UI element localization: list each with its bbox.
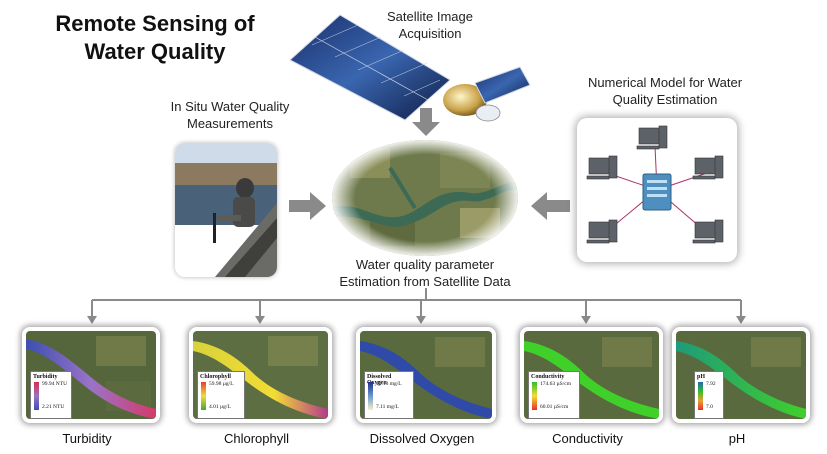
legend-max: 7.92 (706, 381, 716, 387)
legend-min: 4.01 µg/L (209, 404, 231, 410)
computer-icon (636, 125, 668, 150)
legend-min: 60.01 µS/cm (540, 404, 569, 410)
caption-ph: pH (728, 431, 746, 446)
computer-icon (692, 155, 724, 180)
satellite-dish (475, 104, 501, 122)
legend-title: Conductivity (531, 374, 565, 380)
satellite-body (443, 84, 487, 116)
conductivity-legend: Conductivity 174.63 µS/cm 60.01 µS/cm (528, 371, 580, 419)
turbidity-map-panel: Turbidity 99.94 NTU 2.21 NTU (22, 327, 160, 423)
turbidity-legend: Turbidity 99.94 NTU 2.21 NTU (30, 371, 72, 419)
model-label-line-2: Quality Estimation (612, 92, 718, 107)
legend-min: 7.0 (706, 404, 713, 410)
legend-title: Turbidity (33, 374, 58, 380)
branch-arrows (87, 300, 746, 324)
dissolved-oxygen-map-panel: Dissolved Oxygen 12.13 mg/L 7.11 mg/L (356, 327, 496, 423)
caption-dissolved-oxygen: Dissolved Oxygen (369, 431, 475, 446)
computer-icon (586, 155, 618, 180)
caption-turbidity: Turbidity (62, 431, 112, 446)
legend-max: 12.13 mg/L (376, 381, 402, 387)
server-icon (642, 173, 672, 211)
legend-title: Dissolved Oxygen (367, 374, 392, 386)
satellite-label-line-1: Satellite Image (387, 9, 473, 24)
ph-map-panel: pH 7.92 7.0 (672, 327, 810, 423)
caption-conductivity: Conductivity (552, 431, 623, 446)
model-label: Numerical Model for Water Quality Estima… (550, 74, 780, 108)
legend-max: 174.63 µS/cm (540, 381, 571, 387)
satellite-label: Satellite Image Acquisition (360, 8, 500, 42)
insitu-photo (175, 143, 277, 277)
computer-icon (586, 219, 618, 244)
chlorophyll-map-panel: Chlorophyll 59.98 µg/L 4.01 µg/L (189, 327, 332, 423)
legend-title: pH (697, 374, 706, 380)
dissolved-oxygen-legend: Dissolved Oxygen 12.13 mg/L 7.11 mg/L (364, 371, 414, 419)
caption-chlorophyll: Chlorophyll (223, 431, 290, 446)
computer-icon (692, 219, 724, 244)
estimation-label: Water quality parameter Estimation from … (300, 256, 550, 290)
estimation-label-line-2: Estimation from Satellite Data (339, 274, 511, 289)
satellite-illustration (289, 14, 531, 122)
arrow-insitu-to-map (289, 192, 326, 220)
arrow-model-to-map (531, 192, 570, 220)
legend-min: 2.21 NTU (42, 404, 65, 410)
insitu-label-line-2: Measurements (187, 116, 273, 131)
legend-title: Chlorophyll (200, 374, 231, 380)
legend-min: 7.11 mg/L (376, 404, 399, 410)
diagram-title: Remote Sensing of Water Quality (40, 10, 270, 66)
solar-panel-right (474, 66, 531, 104)
arrow-satellite-to-map (412, 108, 440, 136)
numerical-model-network (577, 118, 737, 262)
estimation-label-line-1: Water quality parameter (355, 257, 495, 272)
ph-legend: pH 7.92 7.0 (694, 371, 724, 419)
satellite-map-ellipse (332, 140, 518, 256)
legend-max: 99.94 NTU (42, 381, 68, 387)
title-line-2: Water Quality (84, 39, 226, 64)
model-label-line-1: Numerical Model for Water (587, 75, 743, 90)
chlorophyll-legend: Chlorophyll 59.98 µg/L 4.01 µg/L (197, 371, 245, 419)
legend-max: 59.98 µg/L (209, 381, 234, 387)
insitu-label-line-1: In Situ Water Quality (170, 99, 290, 114)
satellite-label-line-2: Acquisition (398, 26, 462, 41)
insitu-label: In Situ Water Quality Measurements (145, 98, 315, 132)
title-line-1: Remote Sensing of (55, 11, 255, 36)
conductivity-map-panel: Conductivity 174.63 µS/cm 60.01 µS/cm (520, 327, 663, 423)
